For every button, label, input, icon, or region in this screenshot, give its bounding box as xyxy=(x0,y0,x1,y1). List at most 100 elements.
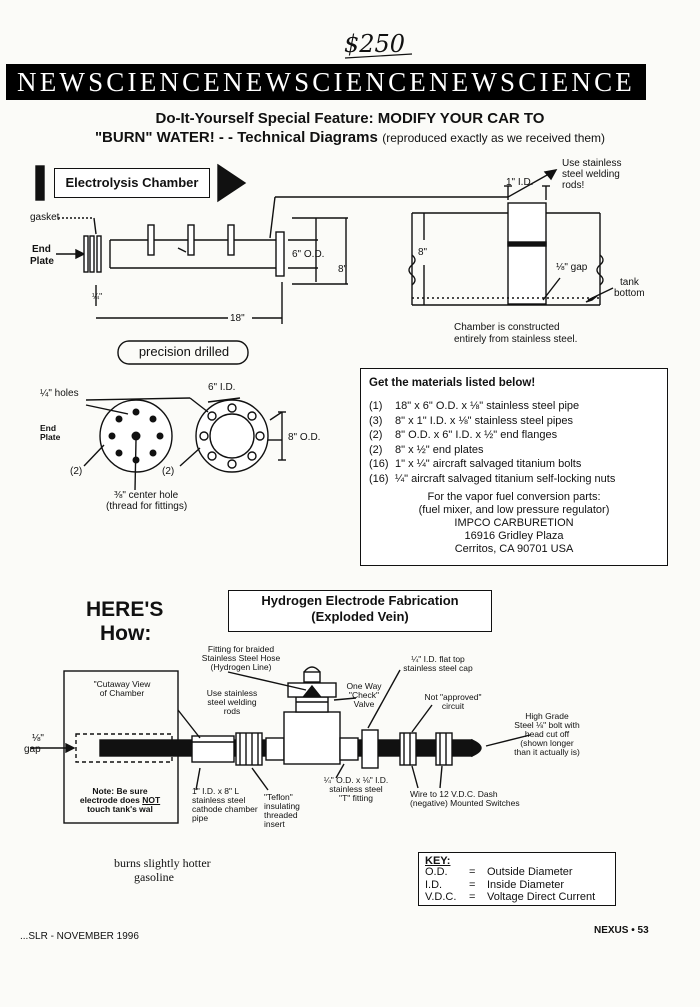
od-6-dim: 6" O.D. xyxy=(292,249,325,260)
warning-line-1: Note: Be sure xyxy=(92,786,148,796)
material-desc: 1" x ¼" aircraft salvaged titanium bolts xyxy=(395,458,582,470)
key-row: V.D.C.=Voltage Direct Current xyxy=(425,891,615,904)
gap-label: ⅛" gap xyxy=(556,262,588,273)
count-left: (2) xyxy=(70,466,83,477)
dim-8: 8" xyxy=(338,264,348,275)
end-plate-label-1: End xyxy=(32,244,51,255)
teflon-line-2: insulating xyxy=(264,801,300,811)
material-desc: 8" x ½" end plates xyxy=(395,443,484,456)
chamber-dim-8: 8" xyxy=(418,247,428,258)
precision-drilled: precision drilled xyxy=(138,344,230,359)
end-plate-label-2: Plate xyxy=(30,256,54,267)
stainless-note-3: rods! xyxy=(562,180,585,191)
use-stainless-line-3: rods xyxy=(223,706,241,716)
material-qty: (2) xyxy=(369,429,383,441)
holes-label: ¼" holes xyxy=(40,388,79,399)
feature-line-2: "BURN" WATER! - - Technical Diagrams (re… xyxy=(0,129,700,147)
key-abbr: O.D. xyxy=(425,866,448,878)
key-eq: = xyxy=(469,866,476,878)
material-item: (16)¼" aircraft salvaged titanium self-l… xyxy=(369,472,615,487)
warning-text: electrode does xyxy=(79,795,143,805)
bolt-line-5: than it actually is) xyxy=(514,747,580,757)
fabrication-title-1: Hydrogen Electrode Fabrication xyxy=(261,593,459,608)
material-item: (2) 8" O.D. x 6" I.D. x ½" end flanges xyxy=(369,428,615,443)
fitting-line-2: Stainless Steel Hose xyxy=(201,653,281,663)
tank-label-1: tank xyxy=(620,277,639,288)
pipe-line-4: pipe xyxy=(192,813,209,823)
title-arrow-right xyxy=(217,163,247,203)
feature-line-1: Do-It-Yourself Special Feature: MODIFY Y… xyxy=(155,110,545,127)
key-eq: = xyxy=(469,891,476,903)
material-item: (1)18" x 6" O.D. x ⅛" stainless steel pi… xyxy=(369,399,615,414)
material-qty: (16) xyxy=(369,458,389,470)
warning-emphasis: NOT xyxy=(142,795,161,805)
warning-note: Note: Be sure electrode does NOT touch t… xyxy=(70,787,170,814)
vendor-street: 16916 Gridley Plaza xyxy=(464,530,564,542)
wire-label: Wire to 12 V.D.C. Dash (negative) Mounte… xyxy=(410,790,530,808)
material-item: (3)8" x 1" I.D. x ⅛" stainless steel pip… xyxy=(369,414,615,429)
teflon-line-1: "Teflon" xyxy=(264,792,293,802)
cap-line-1: ¼" I.D. flat top xyxy=(411,654,465,664)
quarter-inch-dim: ¼" xyxy=(92,291,103,301)
key-row: I.D.=Inside Diameter xyxy=(425,879,615,892)
id-1-label: 1" I.D. xyxy=(506,177,534,188)
material-desc: 8" x 1" I.D. x ⅛" stainless steel pipes xyxy=(395,414,574,427)
vendor-company: IMPCO CARBURETION xyxy=(454,517,574,529)
cutaway-label: "Cutaway View of Chamber xyxy=(78,680,166,698)
bolt-label: High Grade Steel ⅛" bolt with head cut o… xyxy=(508,712,586,757)
footer-right: NEXUS • 53 xyxy=(594,925,649,936)
tee-label: ¼" O.D. x ⅛" I.D. stainless steel "T" fi… xyxy=(318,776,394,803)
check-valve-line-2: "Check" xyxy=(348,690,380,700)
heres-line-2: How: xyxy=(100,622,152,645)
warning-line-3: touch tank's wal xyxy=(87,804,153,814)
vendor-block: For the vapor fuel conversion parts: (fu… xyxy=(361,491,667,556)
title-bar-left xyxy=(35,165,45,201)
material-qty: (2) xyxy=(369,443,383,456)
warning-line-2: electrode does NOT xyxy=(70,796,170,805)
material-item: (16) 1" x ¼" aircraft salvaged titanium b… xyxy=(369,457,615,472)
bolt-line-4: (shown longer xyxy=(520,738,574,748)
stainless-note-2: steel welding xyxy=(562,169,620,180)
od-8-label: 8" O.D. xyxy=(288,432,321,443)
circuit-label: Not "approved" circuit xyxy=(420,693,486,711)
key-row: O.D.=Outside Diameter xyxy=(425,866,615,879)
fabrication-title-2: (Exploded Vein) xyxy=(311,609,409,624)
fitting-line-1: Fitting for braided xyxy=(207,644,275,654)
cap-label: ¼" I.D. flat top stainless steel cap xyxy=(396,655,480,673)
vendor-note-1: For the vapor fuel conversion parts: xyxy=(427,491,601,503)
pipe-line-3: cathode chamber xyxy=(192,804,258,814)
footer-left: ...SLR - NOVEMBER 1996 xyxy=(20,931,139,942)
constructed-note-1: Chamber is constructed xyxy=(454,322,560,333)
material-desc: 8" O.D. x 6" I.D. x ½" end flanges xyxy=(395,429,558,441)
materials-box: Get the materials listed below! (1)18" x… xyxy=(360,368,668,566)
bolt-line-1: High Grade xyxy=(525,711,569,721)
wire-line-1: Wire to 12 V.D.C. Dash xyxy=(410,789,498,799)
electrolysis-title-box: Electrolysis Chamber xyxy=(54,168,210,198)
burns-line-2: gasoline xyxy=(134,870,174,884)
key-eq: = xyxy=(469,878,476,891)
key-full: Voltage Direct Current xyxy=(487,891,596,903)
use-stainless-label: Use stainless steel welding rods xyxy=(200,689,264,716)
vendor-city: Cerritos, CA 90701 USA xyxy=(454,543,574,555)
material-qty: (1) xyxy=(369,400,383,412)
key-abbr: I.D. xyxy=(425,878,443,891)
pipe-label: 1" I.D. x 8" L stainless steel cathode c… xyxy=(192,787,268,823)
flange-end-label-1: End xyxy=(40,423,57,433)
cutaway-line-1: "Cutaway View xyxy=(93,679,151,689)
use-stainless-line-1: Use stainless xyxy=(206,688,258,698)
center-hole-label-1: ⅜" center hole xyxy=(114,490,179,501)
count-right: (2) xyxy=(162,466,175,477)
check-valve-line-3: Valve xyxy=(353,699,375,709)
use-stainless-line-2: steel welding xyxy=(207,697,257,707)
pipe-line-1: 1" I.D. x 8" L xyxy=(192,786,240,796)
tee-line-1: ¼" O.D. x ⅛" I.D. xyxy=(323,775,389,785)
bolt-line-3: head cut off xyxy=(524,729,570,739)
tee-line-2: stainless steel xyxy=(329,784,383,794)
tank-label-2: bottom xyxy=(614,288,645,299)
newscience-banner: NEWSCIENCENEWSCIENCENEWSCIENCE xyxy=(6,64,646,100)
material-qty: (16) xyxy=(369,472,389,485)
gasket-label: gasket xyxy=(30,212,60,223)
id-6-label: 6" I.D. xyxy=(208,382,236,393)
